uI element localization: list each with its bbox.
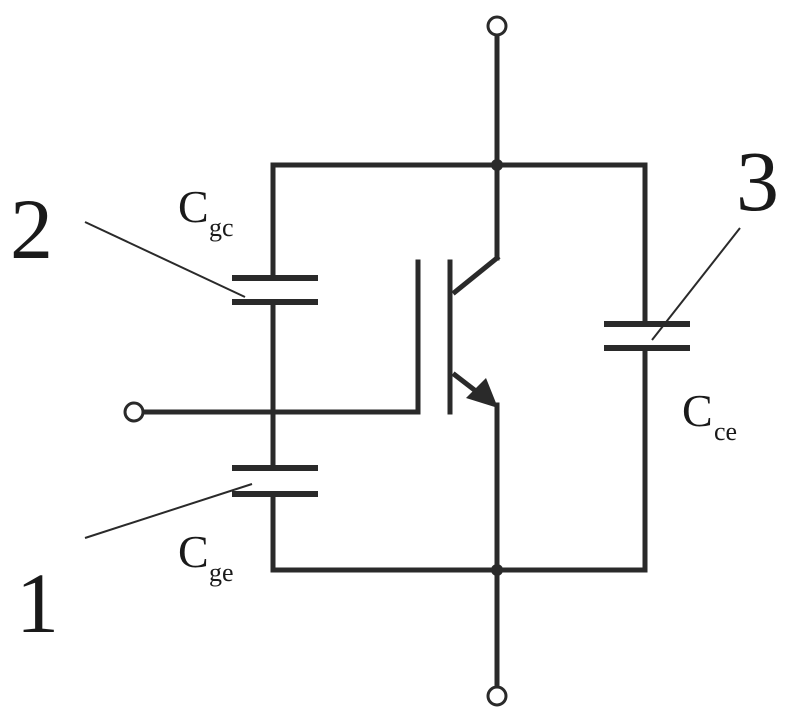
emitter-terminal: [488, 687, 506, 705]
label-cce: C ce: [682, 385, 737, 446]
junction-top: [491, 159, 503, 171]
collector-terminal: [488, 17, 506, 35]
leader-line-1: [85, 484, 252, 538]
gate-terminal: [125, 403, 143, 421]
label-cgc-sub: gc: [209, 213, 234, 242]
outer-frame: [273, 165, 645, 570]
callout-3: 3: [736, 133, 779, 229]
emitter-lead: [455, 375, 506, 705]
collector-lead: [455, 17, 506, 292]
label-cge-sub: ge: [209, 558, 234, 587]
capacitor-ge: [232, 468, 318, 494]
label-cce-letter: C: [682, 385, 713, 436]
callout-2: 2: [10, 181, 53, 277]
label-cce-sub: ce: [714, 417, 737, 446]
capacitor-ce: [604, 324, 690, 348]
label-cge-letter: C: [178, 526, 209, 577]
leader-line-3: [652, 228, 740, 340]
label-cge: C ge: [178, 526, 234, 587]
label-cgc-letter: C: [178, 181, 209, 232]
emitter-arrow-icon: [466, 378, 498, 408]
junction-bottom: [491, 564, 503, 576]
capacitor-gc: [232, 278, 318, 302]
collector-diagonal: [455, 258, 497, 292]
callout-1: 1: [16, 555, 59, 651]
label-cgc: C gc: [178, 181, 234, 242]
